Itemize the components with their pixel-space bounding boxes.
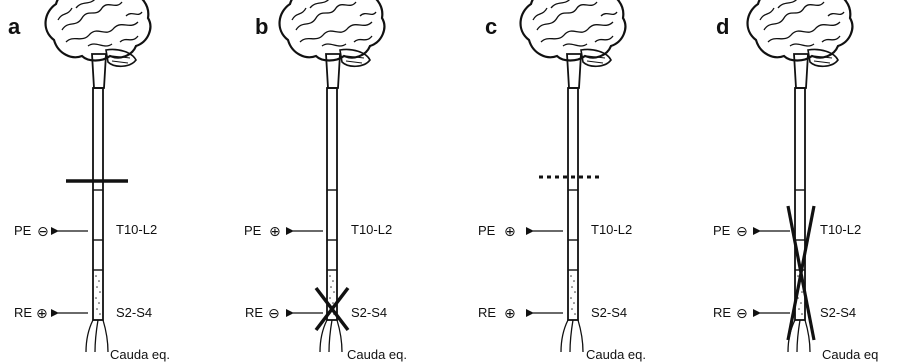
re-sign: ⊕ xyxy=(36,306,48,322)
cauda-label: Cauda eq. xyxy=(110,347,170,362)
segment-lower-label: S2-S4 xyxy=(820,305,856,320)
brain-spinal-cord-illustration xyxy=(748,0,853,352)
segment-upper-label: T10-L2 xyxy=(351,222,392,237)
pe-sign: ⊖ xyxy=(736,224,748,240)
panel-letter: c xyxy=(485,14,497,39)
re-label: RE xyxy=(713,305,731,320)
cauda-label: Cauda eq. xyxy=(347,347,407,362)
cauda-label: Cauda eq xyxy=(822,347,878,362)
brain-spinal-cord-illustration xyxy=(521,0,626,352)
re-sign: ⊖ xyxy=(268,306,280,322)
pe-sign: ⊕ xyxy=(269,224,281,240)
segment-lower-label: S2-S4 xyxy=(351,305,387,320)
re-label: RE xyxy=(245,305,263,320)
brain-spinal-cord-illustration xyxy=(46,0,151,352)
panel-letter: b xyxy=(255,14,268,39)
re-sign: ⊕ xyxy=(504,306,516,322)
pe-label: PE xyxy=(713,223,731,238)
brain-spinal-cord-illustration xyxy=(280,0,385,352)
re-sign: ⊖ xyxy=(736,306,748,322)
panel-d: d PE ⊖ T10-L2 RE ⊖ S2-S4 Cauda eq xyxy=(713,0,878,362)
panel-letter: d xyxy=(716,14,729,39)
pe-label: PE xyxy=(478,223,496,238)
segment-lower-label: S2-S4 xyxy=(591,305,627,320)
segment-lower-label: S2-S4 xyxy=(116,305,152,320)
panel-c: c PE ⊕ T10-L2 RE ⊕ S2-S4 Cauda eq. xyxy=(478,0,646,362)
re-label: RE xyxy=(478,305,496,320)
pe-sign: ⊖ xyxy=(37,224,49,240)
segment-upper-label: T10-L2 xyxy=(116,222,157,237)
cauda-label: Cauda eq. xyxy=(586,347,646,362)
pe-label: PE xyxy=(244,223,262,238)
pe-sign: ⊕ xyxy=(504,224,516,240)
re-label: RE xyxy=(14,305,32,320)
segment-upper-label: T10-L2 xyxy=(591,222,632,237)
panel-b: b PE ⊕ T10-L2 RE ⊖ S2-S4 Cauda eq. xyxy=(244,0,407,362)
panel-letter: a xyxy=(8,14,21,39)
panel-a: a PE ⊖ T10-L2 RE ⊕ S2-S4 Cauda eq. xyxy=(8,0,170,362)
segment-upper-label: T10-L2 xyxy=(820,222,861,237)
pe-label: PE xyxy=(14,223,32,238)
